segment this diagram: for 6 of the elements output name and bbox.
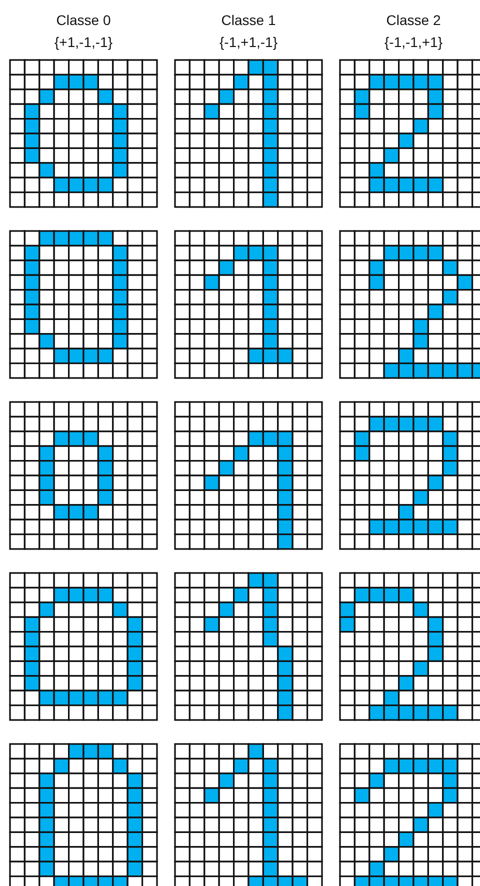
column-heading: Classe 2 bbox=[386, 12, 441, 28]
column-heading: {-1,+1,-1} bbox=[220, 34, 278, 50]
column-heading: {+1,-1,-1} bbox=[54, 34, 112, 50]
column-heading: {-1,-1,+1} bbox=[384, 34, 442, 50]
column-heading: Classe 0 bbox=[56, 12, 111, 28]
column-heading: Classe 1 bbox=[221, 12, 276, 28]
